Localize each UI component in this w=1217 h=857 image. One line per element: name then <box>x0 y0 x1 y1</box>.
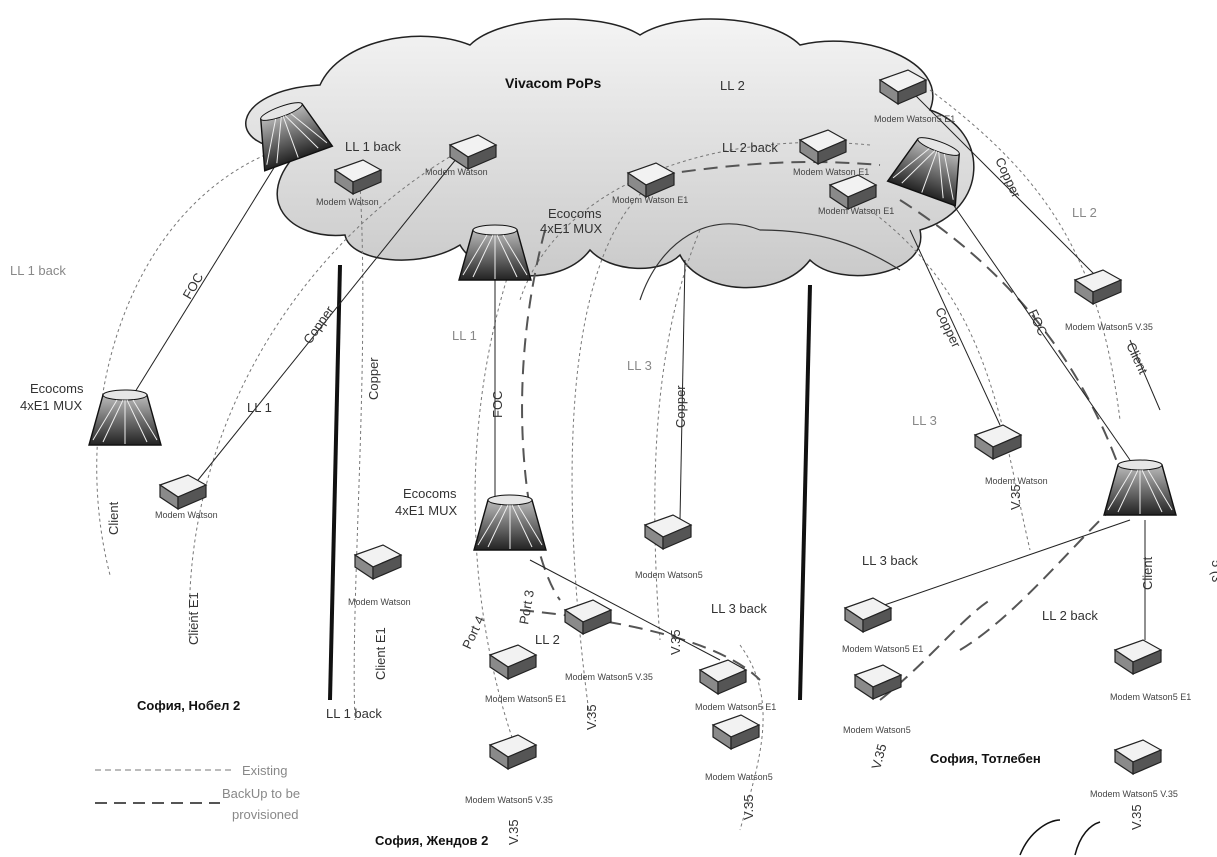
modem-nobel-1-label: Modem Watson <box>155 510 218 520</box>
modem-cloud-e1-b-label: Modem Watson E1 <box>793 167 869 177</box>
modem-zhendov-w5-label: Modem Watson5 <box>705 772 773 782</box>
ll1-back-cloud-label: LL 1 back <box>345 139 401 154</box>
ll3-mid-label: LL 3 <box>627 358 652 373</box>
foc-left-label: FOC <box>180 270 207 301</box>
mux-cloud-label-1: Ecocoms <box>548 206 602 221</box>
modem-cloud-1-label: Modem Watson <box>316 197 379 207</box>
mux-totleben-icon <box>1103 459 1177 516</box>
modem-right-v35-icon <box>1074 269 1122 305</box>
modem-zhendov-mid-label: Modem Watson5 <box>635 570 703 580</box>
copper-left-label: Copper <box>300 303 337 347</box>
ll2-back-right-label: LL 2 back <box>1042 608 1098 623</box>
modem-totleben-v35-icon <box>1114 739 1162 775</box>
legend: Existing BackUp to be provisioned <box>95 763 300 822</box>
site-nobel-label: София, Нобел 2 <box>137 698 240 713</box>
mux-cloud-label-2: 4xE1 MUX <box>540 221 602 236</box>
modem-zhendov-w5-icon <box>712 714 760 750</box>
client-right-label: Client <box>1140 556 1155 590</box>
modem-nobel-2-icon <box>354 544 402 580</box>
ll2-top-label: LL 2 <box>720 78 745 93</box>
modem-nobel-1-icon <box>159 474 207 510</box>
ll2-back-cloud-label: LL 2 back <box>722 140 778 155</box>
legend-backup-label-2: provisioned <box>232 807 299 822</box>
foc-right-label: FOC <box>1025 307 1050 338</box>
foc-mid-label: FOC <box>490 391 505 418</box>
modem-right-v35-label: Modem Watson5 V.35 <box>1065 322 1153 332</box>
divider-right <box>798 284 812 701</box>
modem-zhendov-e1-icon <box>489 644 537 680</box>
modem-totleben-e1-label: Modem Watson5 E1 <box>842 644 923 654</box>
mux-nobel-label-1: Ecocoms <box>30 381 84 396</box>
ll1-left-label: LL 1 <box>247 400 272 415</box>
mux-zhendov-label-2: 4xE1 MUX <box>395 503 457 518</box>
mux-zhendov-label-1: Ecocoms <box>403 486 457 501</box>
modem-zhendov-e1-right-icon <box>699 659 747 695</box>
legend-existing-label: Existing <box>242 763 288 778</box>
copper-mid2-label: Copper <box>673 385 688 428</box>
modem-totleben-e1-right-icon <box>1114 639 1162 675</box>
modem-totleben-e1-right-label: Modem Watson5 E1 <box>1110 692 1191 702</box>
modem-cloud-2-label: Modem Watson <box>425 167 488 177</box>
modem-totleben-v35-label: Modem Watson5 V.35 <box>1090 789 1178 799</box>
site-totleben-label: София, Тотлебен <box>930 751 1041 766</box>
ll1-back-left-label: LL 1 back <box>10 263 66 278</box>
port3-label: Port 3 <box>516 589 537 626</box>
corner-squiggle <box>1019 819 1101 856</box>
modem-zhendov-v35-label: Modem Watson5 V.35 <box>565 672 653 682</box>
modem-zhendov-mid-icon <box>644 514 692 550</box>
ll3-back-zhendov-label: LL 3 back <box>711 601 767 616</box>
v35-zhendov-2-label: V.35 <box>584 704 599 730</box>
backup-links <box>519 161 1121 701</box>
ll3-right-label: LL 3 <box>912 413 937 428</box>
ll1-mid-label: LL 1 <box>452 328 477 343</box>
modem-top-right-label: Modem Watson5 E1 <box>874 114 955 124</box>
solid-links <box>129 79 1161 661</box>
legend-backup-label-1: BackUp to be <box>222 786 300 801</box>
ll3-back-right-label: LL 3 back <box>862 553 918 568</box>
ll1-back-bottom-label: LL 1 back <box>326 706 382 721</box>
site-zhendov-label: София, Жендов 2 <box>375 833 488 848</box>
mux-nobel-icon <box>88 389 162 446</box>
modem-totleben-e1-icon <box>844 597 892 633</box>
ll2-right-label: LL 2 <box>1072 205 1097 220</box>
modem-zhendov-e1-label: Modem Watson5 E1 <box>485 694 566 704</box>
v35-zhendov-3-label: V.35 <box>506 819 521 845</box>
modem-zhendov-v35-b-label: Modem Watson5 V.35 <box>465 795 553 805</box>
modem-cloud-e1-label: Modem Watson E1 <box>612 195 688 205</box>
v35-zhendov-4-label: V.35 <box>741 794 756 820</box>
divider-left <box>328 264 342 701</box>
mux-zhendov-icon <box>473 494 547 551</box>
client-left-label: Client <box>106 501 121 535</box>
ll2-zhendov-label: LL 2 <box>535 632 560 647</box>
v35-zhendov-1-label: V.35 <box>668 629 683 655</box>
mux-nobel-label-2: 4xE1 MUX <box>20 398 82 413</box>
modem-totleben-w5-label: Modem Watson5 <box>843 725 911 735</box>
client-right-top-label: Client <box>1123 340 1151 377</box>
cloud-title: Vivacom PoPs <box>505 75 601 91</box>
client-e1-mid-label: Client E1 <box>373 627 388 680</box>
v35-totleben-label: V.35 <box>868 742 889 771</box>
modem-totleben-w5-icon <box>854 664 902 700</box>
copper-right-label: Copper <box>932 305 964 351</box>
modem-nobel-2-label: Modem Watson <box>348 597 411 607</box>
modem-zhendov-v35-b-icon <box>489 734 537 770</box>
v35-totleben-right-label: V.35 <box>1129 804 1144 830</box>
client-e1-left-label: Client E1 <box>186 592 201 645</box>
copper-mid-label: Copper <box>366 357 381 400</box>
port4-label: Port 4 <box>459 613 487 651</box>
v35-right-label: V.35 <box>1008 484 1023 510</box>
modem-cloud-e1-c-label: Modem Watson E1 <box>818 206 894 216</box>
modem-totleben-watson-icon <box>974 424 1022 460</box>
modem-totleben-watson-label: Modem Watson <box>985 476 1048 486</box>
modem-zhendov-e1-right-label: Modem Watson5 E1 <box>695 702 776 712</box>
side-mark-label: 5 (3 <box>1209 560 1217 582</box>
vivacom-cloud <box>245 18 975 301</box>
modem-zhendov-v35-icon <box>564 599 612 635</box>
